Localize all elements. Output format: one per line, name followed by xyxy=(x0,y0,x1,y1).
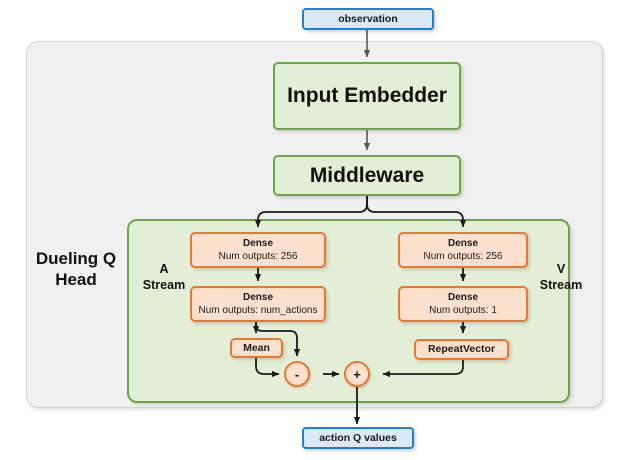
repeat-vector-node[interactable]: RepeatVector xyxy=(414,339,509,360)
v-stream-dense-256-detail: Num outputs: 256 xyxy=(423,251,503,262)
a-stream-dense-256-node[interactable]: Dense Num outputs: 256 xyxy=(190,232,326,268)
repeat-vector-label: RepeatVector xyxy=(427,343,496,355)
v-stream-dense-256-name: Dense xyxy=(447,238,478,249)
input-embedder-node[interactable]: Input Embedder xyxy=(273,62,461,130)
dueling-q-head-label: Dueling Q Head xyxy=(35,249,117,290)
action-q-values-label: action Q values xyxy=(319,432,397,444)
action-q-values-node[interactable]: action Q values xyxy=(302,427,414,449)
a-stream-label-line1: A xyxy=(159,262,169,276)
middleware-label: Middleware xyxy=(309,163,425,187)
a-stream-dense-256-name: Dense xyxy=(242,238,273,249)
v-stream-dense-1-node[interactable]: Dense Num outputs: 1 xyxy=(398,286,528,322)
v-stream-label-line2: Stream xyxy=(539,277,583,292)
v-stream-label: V Stream xyxy=(531,262,591,293)
subtract-operator-node[interactable]: - xyxy=(284,361,310,387)
a-stream-dense-num-actions-name: Dense xyxy=(242,292,273,303)
input-embedder-label: Input Embedder xyxy=(287,84,447,107)
add-operator-symbol: + xyxy=(353,366,361,382)
add-operator-node[interactable]: + xyxy=(344,361,370,387)
a-stream-label: A Stream xyxy=(136,262,192,293)
observation-label: observation xyxy=(338,13,398,25)
v-stream-dense-256-node[interactable]: Dense Num outputs: 256 xyxy=(398,232,528,268)
subtract-operator-symbol: - xyxy=(294,366,300,382)
mean-node[interactable]: Mean xyxy=(230,338,283,358)
mean-label: Mean xyxy=(243,341,270,354)
v-stream-dense-1-name: Dense xyxy=(447,292,478,303)
middleware-node[interactable]: Middleware xyxy=(273,155,461,196)
a-stream-label-line2: Stream xyxy=(142,277,186,292)
a-stream-dense-num-actions-detail: Num outputs: num_actions xyxy=(198,305,318,316)
a-stream-dense-256-detail: Num outputs: 256 xyxy=(218,251,298,262)
v-stream-label-line1: V xyxy=(556,262,566,276)
v-stream-dense-1-detail: Num outputs: 1 xyxy=(429,305,497,316)
observation-node[interactable]: observation xyxy=(302,8,434,30)
a-stream-dense-num-actions-node[interactable]: Dense Num outputs: num_actions xyxy=(190,286,326,322)
